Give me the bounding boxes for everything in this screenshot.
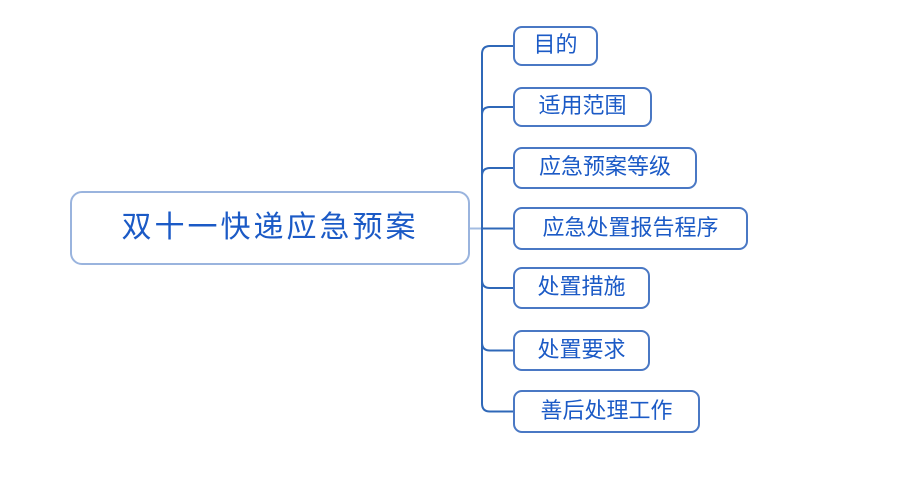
branch-node-label: 应急预案等级 — [538, 155, 671, 180]
branch-node-report-procedure[interactable]: 应急处置报告程序 — [513, 207, 748, 250]
branch-node-label: 善后处理工作 — [540, 398, 673, 424]
connector-branch-purpose — [481, 45, 513, 55]
connector-branch-requirements — [481, 342, 513, 352]
branch-node-label: 适用范围 — [538, 94, 627, 119]
connector-branch-aftermath — [481, 403, 513, 413]
connector-branch-plan-level — [481, 167, 513, 177]
branch-node-label: 处置要求 — [537, 337, 626, 363]
branch-node-aftermath[interactable]: 善后处理工作 — [513, 390, 700, 433]
connector-branch-scope — [481, 106, 513, 116]
connector-branch-measures — [481, 279, 513, 289]
branch-node-measures[interactable]: 处置措施 — [513, 267, 650, 309]
branch-node-plan-level[interactable]: 应急预案等级 — [513, 147, 697, 189]
branch-node-scope[interactable]: 适用范围 — [513, 87, 652, 127]
root-node-label: 双十一快递应急预案 — [121, 210, 419, 245]
branch-node-label: 目的 — [533, 33, 578, 58]
branch-node-label: 应急处置报告程序 — [542, 215, 719, 241]
branch-node-purpose[interactable]: 目的 — [513, 26, 598, 66]
branch-node-label: 处置措施 — [537, 275, 626, 300]
root-node[interactable]: 双十一快递应急预案 — [70, 191, 470, 265]
branch-node-requirements[interactable]: 处置要求 — [513, 330, 650, 371]
